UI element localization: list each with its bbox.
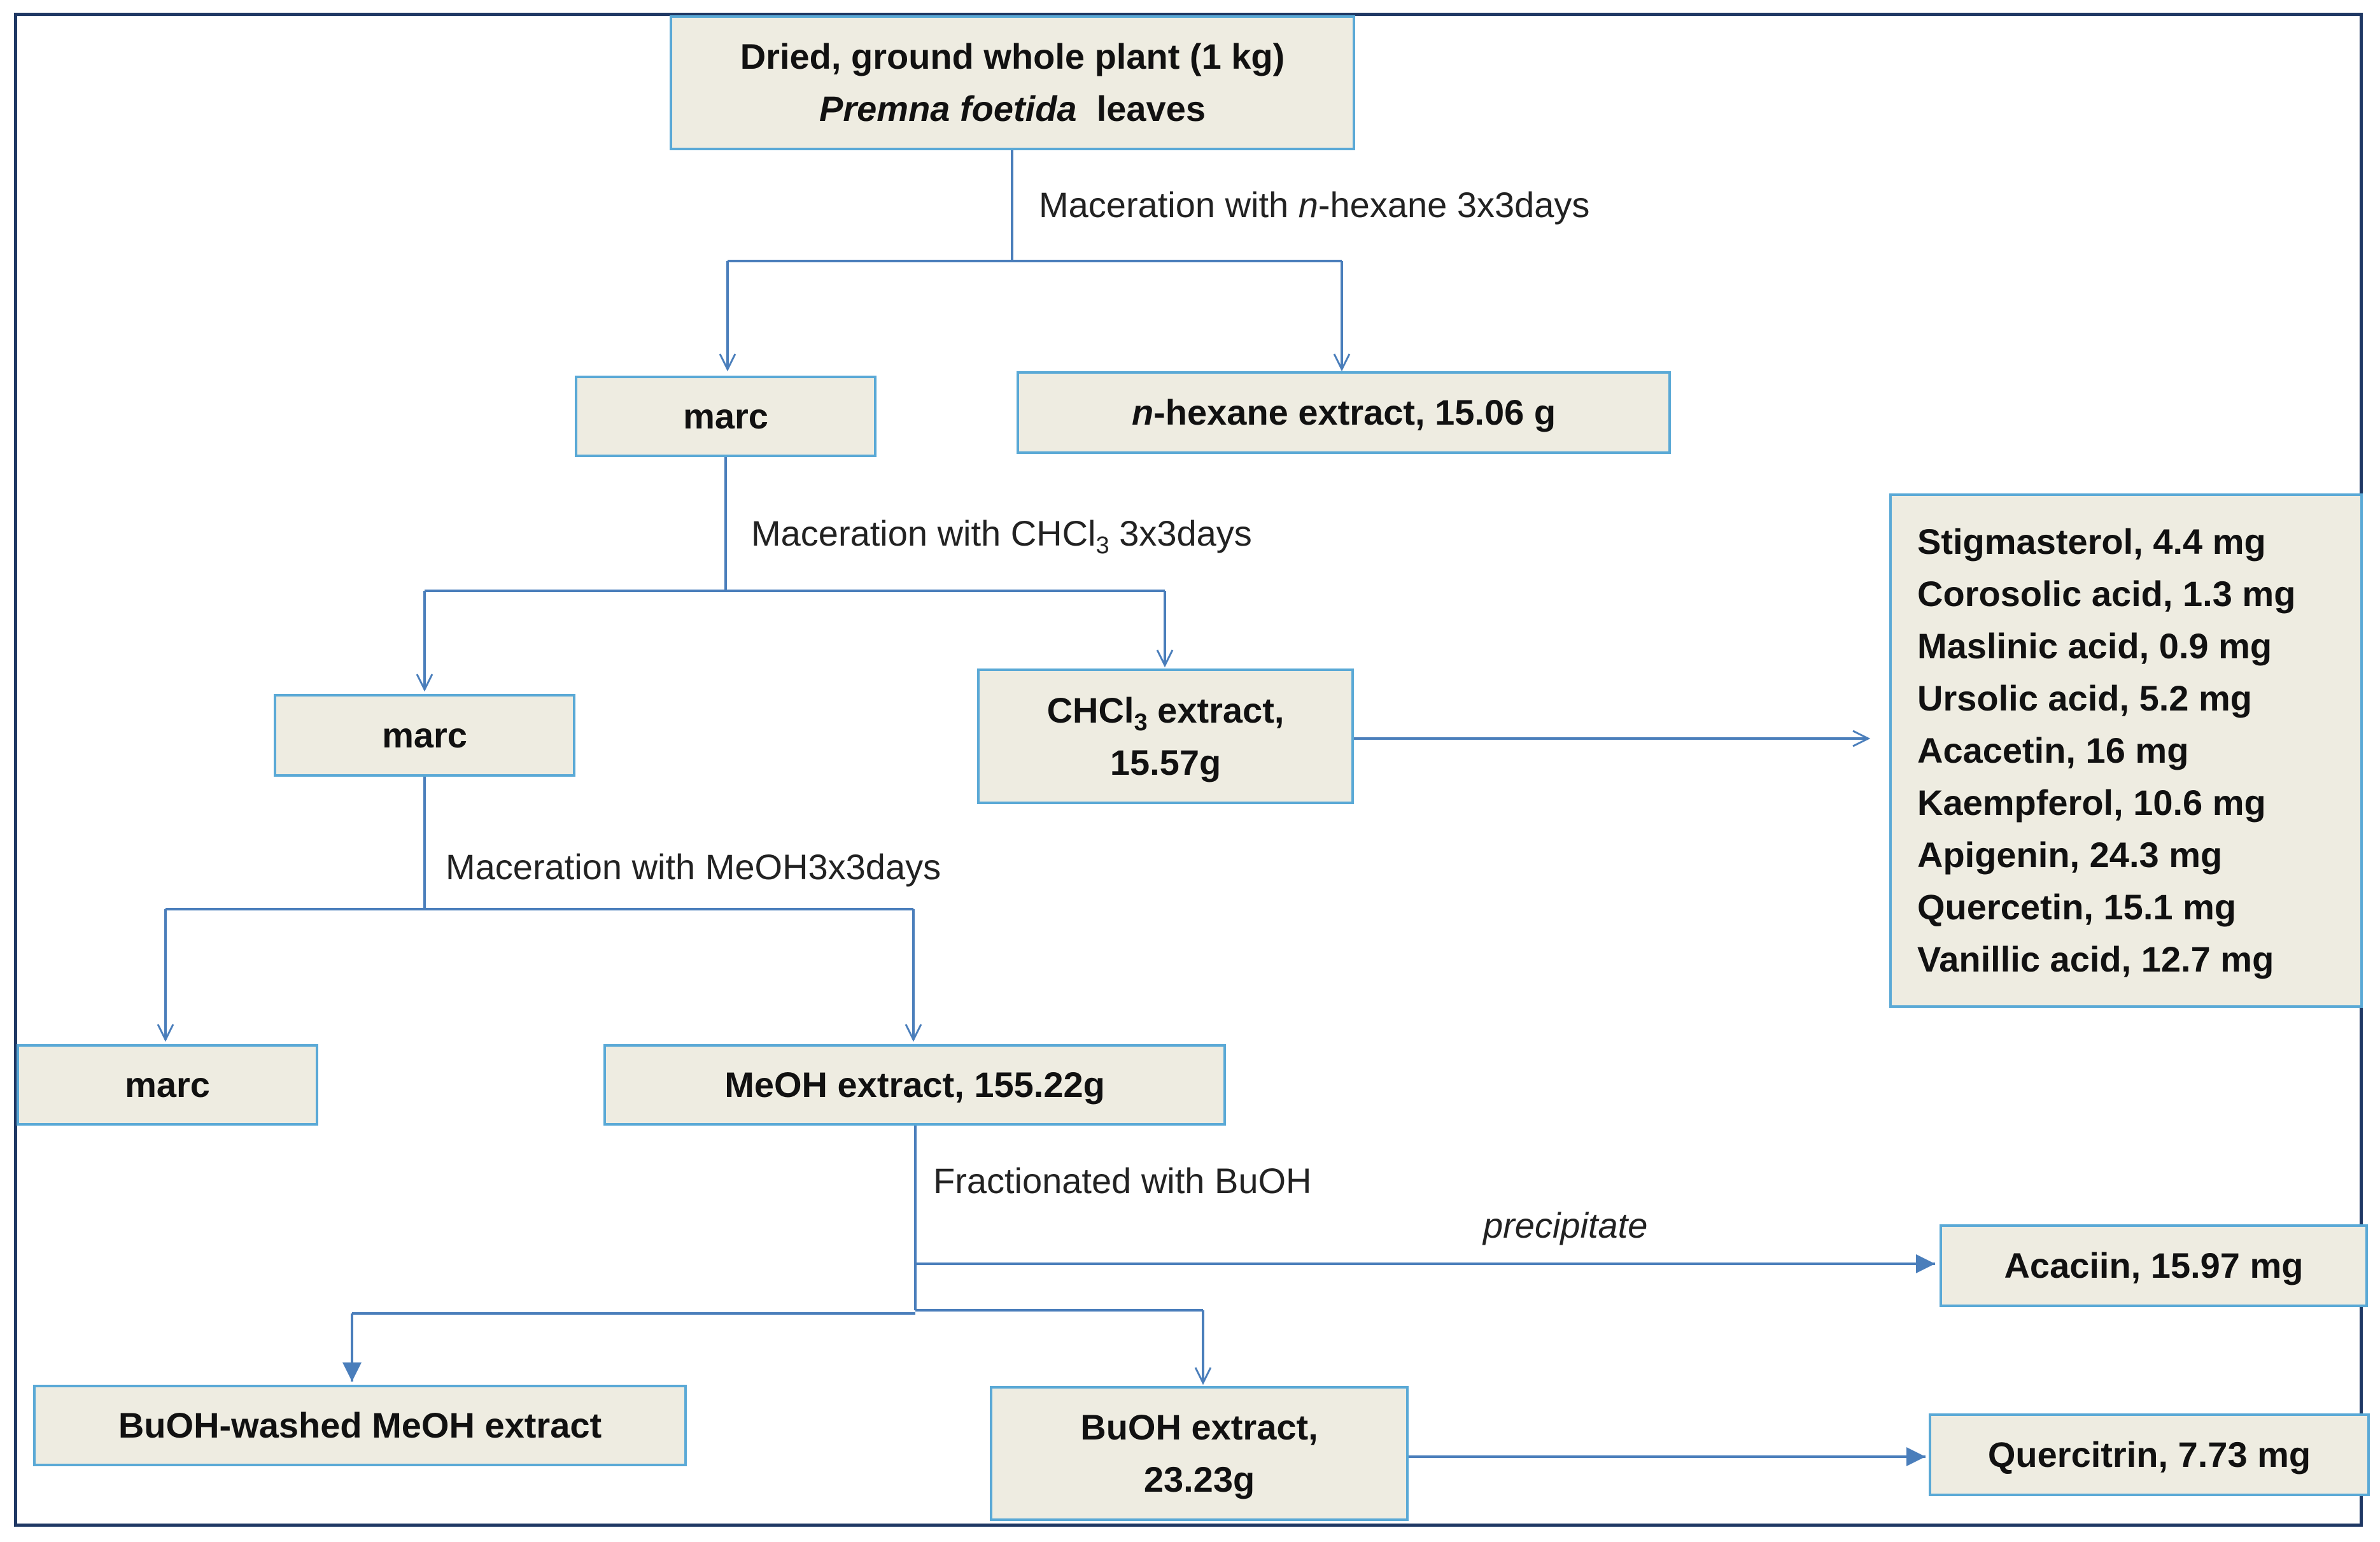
- buoh-washed-label: BuOH-washed MeOH extract: [118, 1405, 602, 1445]
- plant-material-line1: Dried, ground whole plant (1 kg): [740, 36, 1285, 76]
- connector-meoh-split: [352, 1101, 1203, 1315]
- compound-item: Stigmasterol, 4.4 mg: [1917, 521, 2266, 562]
- chcl3-extract-line1: CHCl3 extract,: [1047, 684, 1285, 737]
- chcl3-extract-line2: 15.57g: [1109, 742, 1222, 782]
- quercitrin-label: Quercitrin, 7.73 mg: [1987, 1434, 2311, 1475]
- meoh-extract-label: MeOH extract, 155.22g: [724, 1065, 1105, 1105]
- compound-item: Corosolic acid, 1.3 mg: [1917, 574, 2296, 614]
- compound-item: Vanillic acid, 12.7 mg: [1917, 939, 2274, 979]
- hexane-extract-box: n-hexane extract, 15.06 g: [1017, 371, 1671, 454]
- connector-marc2-split: [165, 777, 913, 910]
- chcl3-extract-box: CHCl3 extract, 15.57g: [977, 668, 1354, 804]
- compound-item: Ursolic acid, 5.2 mg: [1917, 678, 2252, 718]
- marc-box-1: marc: [575, 376, 877, 457]
- plant-material-line2: Premna foetida leaves: [819, 83, 1206, 135]
- meoh-extract-box: MeOH extract, 155.22g: [603, 1044, 1226, 1126]
- connector-marc1-split: [425, 455, 1165, 592]
- plant-species: Premna foetida: [819, 88, 1077, 129]
- acaciin-box: Acaciin, 15.97 mg: [1940, 1224, 2368, 1307]
- compound-item: Apigenin, 24.3 mg: [1917, 835, 2223, 875]
- chcl3-suffix: extract,: [1147, 690, 1285, 730]
- label-chcl3-maceration: Maceration with CHCl3 3x3days: [751, 513, 1252, 558]
- label-chcl3-suffix: 3x3days: [1109, 513, 1252, 553]
- marc-box-3: marc: [17, 1044, 318, 1126]
- connector-plant-split: [728, 150, 1342, 262]
- plant-material-box: Dried, ground whole plant (1 kg) Premna …: [670, 15, 1355, 150]
- chcl3-prefix: CHCl: [1046, 690, 1134, 730]
- label-chcl3-subscript: 3: [1095, 532, 1109, 559]
- buoh-extract-box: BuOH extract, 23.23g: [990, 1386, 1409, 1521]
- buoh-extract-line1: BuOH extract,: [1080, 1407, 1318, 1447]
- buoh-washed-box: BuOH-washed MeOH extract: [33, 1385, 687, 1466]
- plant-suffix: leaves: [1096, 88, 1206, 129]
- marc-label: marc: [125, 1065, 210, 1105]
- label-hexane-maceration: Maceration with n-hexane 3x3days: [1039, 185, 1589, 225]
- label-chcl3-prefix: Maceration with CHCl: [751, 513, 1096, 553]
- buoh-extract-line2: 23.23g: [1143, 1459, 1255, 1499]
- acaciin-label: Acaciin, 15.97 mg: [2004, 1245, 2304, 1285]
- label-hexane-n: n: [1298, 185, 1318, 225]
- hexane-extract-label: n-hexane extract, 15.06 g: [1132, 386, 1556, 439]
- label-meoh-maceration: Maceration with MeOH3x3days: [446, 847, 941, 887]
- label-hexane-suffix: -hexane 3x3days: [1318, 185, 1590, 225]
- compound-item: Acacetin, 16 mg: [1917, 730, 2189, 770]
- compound-item: Maslinic acid, 0.9 mg: [1917, 626, 2272, 666]
- chcl3-subscript: 3: [1134, 709, 1148, 736]
- label-fractionated: Fractionated with BuOH: [933, 1161, 1312, 1201]
- compound-list-box: Stigmasterol, 4.4 mg Corosolic acid, 1.3 …: [1889, 493, 2363, 1008]
- marc-box-2: marc: [274, 694, 575, 777]
- compound-item: Quercetin, 15.1 mg: [1917, 887, 2237, 927]
- label-precipitate: precipitate: [1483, 1205, 1648, 1245]
- marc-label: marc: [683, 396, 768, 436]
- quercitrin-box: Quercitrin, 7.73 mg: [1929, 1413, 2370, 1496]
- hexane-n: n: [1131, 392, 1154, 432]
- marc-label: marc: [382, 715, 467, 755]
- compound-item: Kaempferol, 10.6 mg: [1917, 782, 2266, 823]
- label-hexane-prefix: Maceration with: [1039, 185, 1299, 225]
- hexane-rest: -hexane extract, 15.06 g: [1153, 392, 1556, 432]
